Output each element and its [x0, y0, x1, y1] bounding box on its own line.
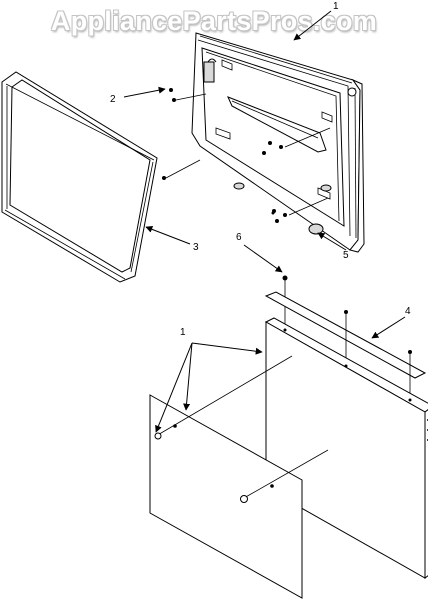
screw — [268, 141, 272, 145]
callout-1-top: 1 — [333, 1, 339, 12]
callout-1-bottom-arrow-b — [183, 342, 193, 411]
rim-bead-right — [354, 87, 357, 239]
callout-1-bottom: 1 — [180, 327, 186, 338]
screw — [169, 88, 173, 92]
gasket-bead — [5, 83, 155, 161]
callout-1-bottom-arrow-a — [155, 342, 193, 433]
bumper — [233, 182, 245, 190]
callout-6-arrow — [243, 244, 283, 273]
callout-4-arrow — [371, 316, 406, 339]
screw — [162, 176, 166, 180]
leader — [175, 93, 207, 101]
fastener — [270, 484, 274, 488]
corner-cap — [347, 87, 357, 97]
leader — [288, 197, 329, 216]
callout-6: 6 — [236, 232, 242, 243]
mount-pad-2 — [215, 127, 231, 140]
lower-front-panel — [149, 355, 329, 599]
gasket-bead — [4, 209, 126, 280]
liner-inner-edge — [205, 51, 340, 222]
gasket-inner — [9, 79, 151, 273]
door-edge — [349, 78, 365, 253]
front-panel — [149, 394, 303, 599]
callout-1-bottom-arrow-c — [191, 342, 263, 355]
hole — [344, 364, 348, 368]
screw — [283, 213, 287, 217]
fastener — [173, 424, 177, 428]
lower-door-front — [265, 321, 426, 579]
screw — [275, 219, 279, 223]
callout-2: 2 — [110, 94, 116, 105]
rim-bead-top — [199, 35, 353, 84]
door-gasket — [1, 71, 158, 283]
mount-pad-3 — [321, 111, 333, 123]
screw — [262, 151, 266, 155]
gasket-bead — [130, 161, 154, 273]
leader — [284, 127, 331, 148]
screw — [172, 98, 176, 102]
callout-3: 3 — [193, 242, 199, 253]
bumper — [320, 184, 332, 192]
fastener — [240, 495, 248, 503]
door-bar — [227, 96, 327, 153]
fastener — [154, 432, 162, 440]
part-5-bumper — [308, 223, 324, 235]
part-6-screw — [282, 275, 288, 281]
callout-4: 4 — [405, 306, 411, 317]
callout-2-arrow — [123, 86, 166, 98]
callout-1-top-arrow — [293, 10, 332, 41]
screw — [408, 350, 412, 354]
hole — [408, 398, 412, 402]
alignment-line — [243, 449, 329, 499]
screw — [344, 310, 348, 314]
screw — [271, 211, 275, 215]
upper-door-assembly — [150, 32, 365, 253]
trim-strip — [264, 291, 427, 379]
hinge-bracket — [203, 61, 215, 83]
liner-rim — [197, 39, 351, 237]
screw — [279, 145, 283, 149]
door-bar-line — [231, 100, 319, 139]
hinge-loop — [207, 58, 217, 63]
hole — [283, 328, 287, 332]
callout-5: 5 — [343, 250, 349, 261]
leader — [165, 159, 201, 179]
lower-door — [264, 317, 428, 579]
watermark: AppliancePartsPros.com — [50, 6, 378, 36]
callout-3-arrow — [145, 226, 191, 245]
alignment-line — [155, 355, 293, 437]
door-liner — [201, 47, 345, 227]
callout-5-arrow — [317, 232, 347, 251]
mount-pad-1 — [221, 59, 233, 71]
